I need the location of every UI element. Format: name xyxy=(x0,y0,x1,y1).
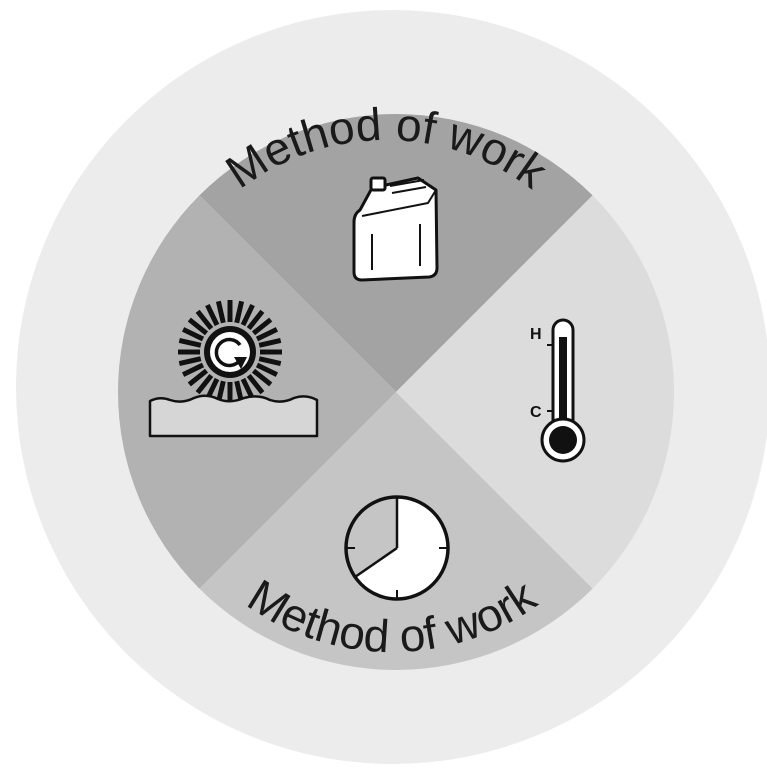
brush-bristle xyxy=(195,309,214,331)
brush-bristle xyxy=(215,300,226,324)
sector-temperature xyxy=(396,114,674,670)
canister-icon xyxy=(352,176,439,282)
clock-icon xyxy=(344,495,450,601)
brush-bristle xyxy=(182,327,205,342)
brush-bristle xyxy=(258,356,282,367)
brush-bristle xyxy=(187,317,209,336)
brush-bristle xyxy=(187,368,209,387)
brush-bristle xyxy=(251,317,273,336)
brush-bristles xyxy=(178,300,282,404)
brush-bristle xyxy=(255,327,278,342)
brush-bristle xyxy=(234,300,245,324)
brush-bristle xyxy=(195,373,214,395)
brush-bristle xyxy=(246,309,265,331)
sector-mechanics xyxy=(118,114,396,670)
brush-bristle xyxy=(240,304,255,327)
thermometer-icon: H C xyxy=(530,318,586,463)
brush-bristle xyxy=(258,337,282,348)
thermometer-low-label: C xyxy=(530,404,542,421)
brush-bristle xyxy=(178,356,202,367)
brush-bristle xyxy=(205,304,220,327)
brush-bristle xyxy=(178,337,202,348)
brush-bristle xyxy=(251,368,273,387)
thermometer-high-label: H xyxy=(530,326,542,343)
rotating-brush-icon xyxy=(148,300,319,438)
brush-bristle xyxy=(182,362,205,377)
brush-bristle xyxy=(255,362,278,377)
brush-bristle xyxy=(246,373,265,395)
